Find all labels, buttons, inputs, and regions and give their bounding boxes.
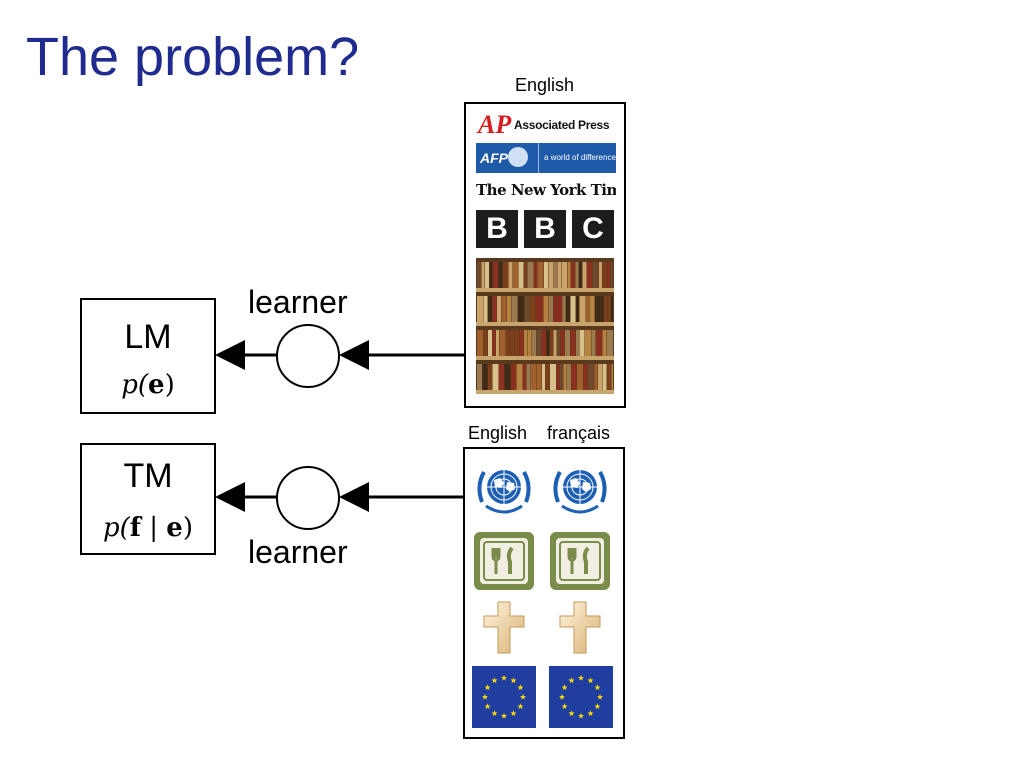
eu-star — [561, 703, 568, 710]
eu-flag-icon — [472, 666, 536, 728]
globe-icon — [508, 147, 528, 167]
learner-bottom-label: learner — [248, 534, 348, 570]
eu-star — [517, 703, 524, 710]
eu-star — [510, 710, 517, 717]
eu-star — [558, 693, 566, 700]
lm-formula: p(e) — [121, 370, 175, 400]
cross-icon — [559, 601, 601, 654]
lm-box: LM p(e) — [80, 298, 216, 414]
eu-star — [510, 677, 517, 684]
un-emblem-icon — [553, 470, 607, 514]
learner-bottom-circle — [276, 466, 340, 530]
eu-star — [596, 693, 604, 700]
learner-top-label: learner — [248, 284, 348, 320]
eu-star — [491, 677, 498, 684]
eu-star — [500, 712, 508, 719]
eu-star — [561, 684, 568, 691]
eu-star — [517, 684, 524, 691]
eu-star — [500, 674, 508, 681]
eu-star — [587, 677, 594, 684]
lm-label: LM — [124, 318, 172, 356]
un-emblem-icon — [477, 470, 531, 514]
eu-star — [587, 710, 594, 717]
bookshelf-image — [476, 258, 614, 394]
new-york-times-logo: The New York Times — [476, 181, 616, 199]
slide-title: The problem? — [26, 27, 360, 87]
bbc-logo: B B C — [476, 210, 614, 248]
tm-label: TM — [123, 457, 173, 495]
eu-flag-icon — [549, 666, 613, 728]
eu-star — [577, 674, 585, 681]
eu-star — [519, 693, 527, 700]
tm-box: TM p(f | e) — [80, 443, 216, 555]
restaurant-sign-icon — [474, 532, 534, 590]
parallel-corpus-label-english: English — [468, 423, 528, 443]
parallel-corpus-label-french: français — [547, 423, 611, 443]
eu-star — [491, 710, 498, 717]
eu-star — [484, 703, 491, 710]
learner-top-circle — [276, 324, 340, 388]
eu-star — [577, 712, 585, 719]
afp-logo: AFP a world of difference — [476, 143, 616, 173]
associated-press-logo: AP Associated Press — [478, 110, 610, 138]
eu-star — [568, 710, 575, 717]
eu-star — [594, 703, 601, 710]
eu-star — [594, 684, 601, 691]
tm-formula: p(f | e) — [103, 513, 193, 543]
eu-star — [484, 684, 491, 691]
eu-star — [568, 677, 575, 684]
restaurant-sign-icon — [550, 532, 610, 590]
cross-icon — [483, 601, 525, 654]
eu-star — [481, 693, 489, 700]
monolingual-corpus-label: English — [515, 75, 575, 95]
